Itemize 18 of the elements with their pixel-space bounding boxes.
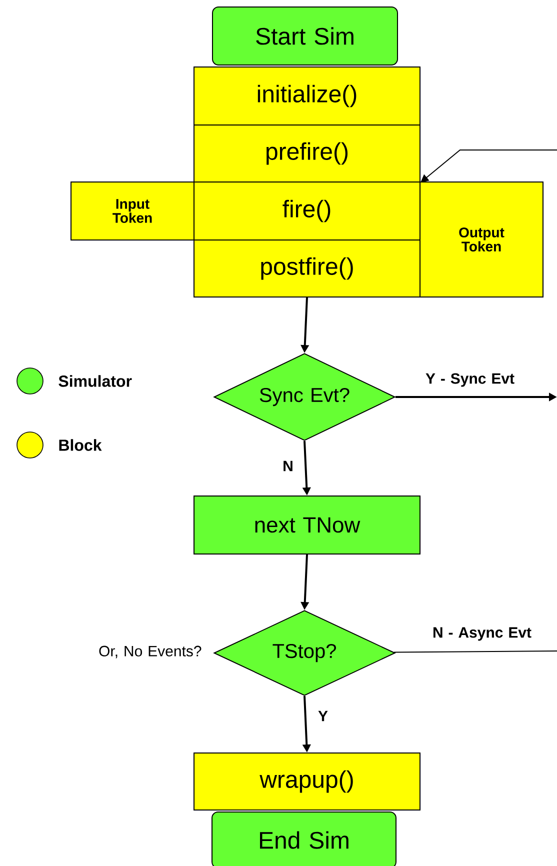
terminal-box: End Sim [212,812,396,866]
edge-label: N [282,460,294,472]
process-box: prefire() [194,124,420,182]
edge-label: Y - Sync Evt [424,372,516,388]
legend-label: Simulator [58,375,132,387]
side-note: Or, No Events? [99,646,202,658]
process-box: Output Token [420,182,544,298]
process-box: initialize() [194,66,420,126]
edge-label: Y [317,710,329,722]
process-box: postfire() [194,240,420,298]
process-box: next TNow [194,496,420,554]
edge-label: N - Async Evt [431,626,533,642]
legend-label: Block [59,439,102,451]
process-box: fire() [194,182,420,240]
terminal-box: Start Sim [212,6,398,66]
process-box: Input Token [70,182,194,240]
process-box: wrapup() [194,752,420,810]
arrow [420,150,557,182]
